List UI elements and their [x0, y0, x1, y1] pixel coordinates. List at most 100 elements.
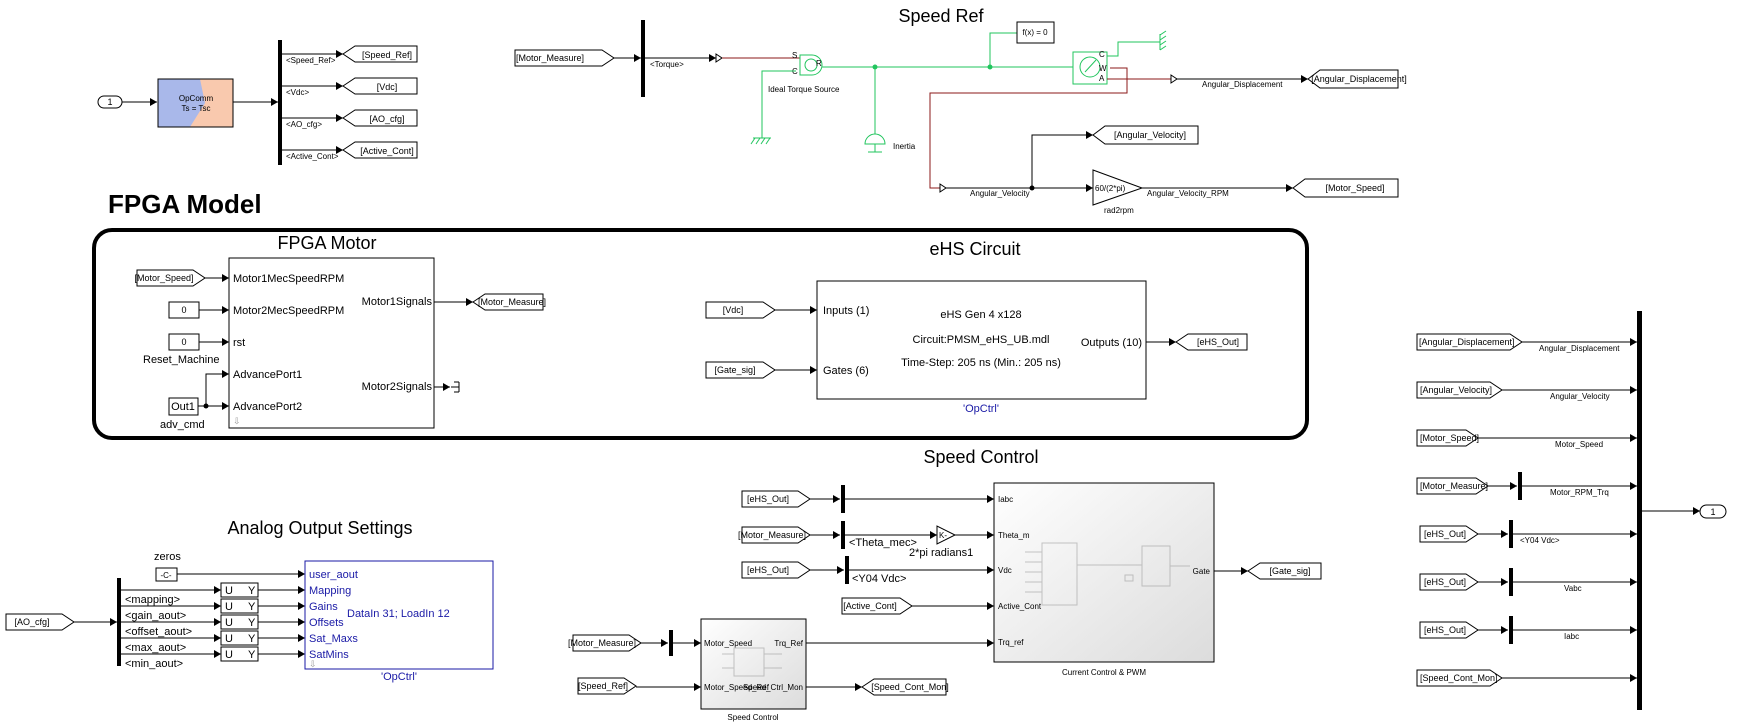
from-speed-ref[interactable]	[577, 677, 637, 695]
gain-k-label: K-	[939, 531, 947, 540]
from-ehs-out-mux3[interactable]	[1419, 621, 1479, 639]
from-speed-cont-mon[interactable]	[1416, 669, 1503, 687]
goto-angular-displacement[interactable]	[1307, 69, 1399, 89]
goto-gate-sig[interactable]	[1247, 562, 1322, 580]
analog-output-title: Analog Output Settings	[227, 518, 412, 538]
from-motor-speed-mux[interactable]	[1416, 429, 1479, 447]
ideal-torque-source[interactable]: S C R Ideal Torque Source	[768, 51, 840, 94]
outport-1[interactable]	[1699, 504, 1727, 519]
goto-speed-cont-mon-label: [Speed_Cont_Mon]	[871, 682, 949, 692]
from-ehs-out-mux2[interactable]	[1419, 573, 1479, 591]
speed-ref-section: Speed Ref [Motor_Measure] <Torque> S C R…	[514, 6, 1407, 215]
mux-bus-sel-1[interactable]	[1518, 472, 1522, 500]
mux-bus-sel-4[interactable]	[1509, 616, 1513, 644]
const-0-b-label: 0	[181, 337, 186, 347]
bus-selector-torque[interactable]	[641, 20, 645, 97]
ehs-opctrl-label: 'OpCtrl'	[963, 403, 999, 415]
u-5: U	[225, 649, 233, 661]
port-rst: rst	[233, 337, 245, 349]
motion-sensor[interactable]: C W A	[1072, 50, 1108, 85]
speed-control-title: Speed Control	[923, 447, 1038, 467]
y-2: Y	[248, 601, 256, 613]
its-r: R	[816, 59, 822, 68]
gain-rad2rpm[interactable]	[1092, 169, 1144, 206]
from-vdc-ehs-label: [Vdc]	[723, 305, 744, 315]
fx-block[interactable]	[1016, 21, 1055, 44]
goto-speed-cont-mon[interactable]	[861, 678, 947, 696]
theta-mec-label: <Theta_mec>	[849, 537, 917, 549]
opcomm-line1: OpComm	[179, 94, 214, 103]
inertia-block[interactable]: Inertia	[864, 133, 916, 153]
ground-right	[1159, 30, 1167, 51]
goto-active-cont[interactable]	[342, 141, 418, 159]
uy-blocks: U Y U Y U Y U Y U Y	[220, 582, 305, 662]
goto-speed-ref[interactable]	[342, 45, 418, 63]
mux-label-angular-displacement: Angular_Displacement	[1539, 344, 1620, 353]
terminator-icon	[451, 381, 460, 393]
out1-label: Out1	[171, 401, 195, 413]
bus-vdc: <Vdc>	[286, 88, 309, 97]
speed-control-block[interactable]	[700, 618, 807, 710]
from-angular-velocity[interactable]	[1416, 381, 1503, 399]
from-angular-displacement-label: [Angular_Displacement]	[1419, 337, 1515, 347]
from-vdc-ehs[interactable]	[705, 301, 776, 319]
goto-speed-ref-label: [Speed_Ref]	[362, 50, 412, 60]
mux-bus-sel-3[interactable]	[1509, 568, 1513, 596]
from-active-cont[interactable]	[841, 597, 913, 615]
ccp-port-gate: Gate	[1193, 567, 1211, 576]
from-motor-speed[interactable]	[136, 269, 206, 287]
port-advanceport1: AdvancePort1	[233, 369, 302, 381]
bus-sel-1[interactable]	[841, 485, 845, 513]
bus-offset-aout: <offset_aout>	[125, 626, 192, 638]
from-motor-measure-sc2[interactable]	[572, 634, 642, 652]
rad2rpm-label: rad2rpm	[1104, 206, 1134, 215]
from-gate-sig-ehs[interactable]	[705, 361, 776, 379]
ao-bus-lines: <mapping> <gain_aout> <offset_aout> <max…	[121, 586, 221, 670]
analog-out-block[interactable]	[304, 560, 494, 670]
sc-port-speed-ctrl-mon: Speed_Ctrl_Mon	[743, 683, 803, 692]
ground-left	[750, 137, 771, 145]
mux-label-vabc: Vabc	[1564, 584, 1582, 593]
from-angular-displacement[interactable]	[1416, 333, 1523, 351]
goto-vdc[interactable]	[342, 77, 418, 95]
fpga-motor-block[interactable]	[228, 257, 435, 429]
from-ehs-out-sc1[interactable]	[741, 490, 811, 508]
inertia-label: Inertia	[893, 142, 916, 151]
bus-selector-ao[interactable]	[117, 578, 121, 666]
from-motor-measure-mux[interactable]	[1416, 477, 1489, 495]
from-motor-measure-top[interactable]	[514, 49, 615, 67]
ao-datain-label: DataIn 31; LoadIn 12	[347, 608, 450, 620]
ehs-block[interactable]	[816, 280, 1147, 400]
fpga-motor-section: FPGA Motor [Motor_Speed] 0 0 Reset_Machi…	[134, 233, 546, 431]
bus-selector-top[interactable]	[278, 40, 282, 165]
goto-motor-speed[interactable]	[1292, 178, 1399, 198]
opcomm-block[interactable]: OpComm Ts = Tsc	[157, 78, 234, 128]
goto-motor-measure[interactable]	[472, 293, 544, 311]
bus-sel-4[interactable]	[669, 630, 673, 656]
mux-block[interactable]	[1637, 311, 1642, 710]
from-ehs-out-mux1-label: [eHS_Out]	[1424, 529, 1466, 539]
its-s: S	[792, 51, 797, 60]
from-ehs-out-mux1[interactable]	[1419, 525, 1479, 543]
port-advanceport2: AdvancePort2	[233, 401, 302, 413]
sensor-a: A	[1099, 74, 1105, 83]
goto-angular-velocity[interactable]	[1092, 125, 1199, 145]
u-1: U	[225, 585, 233, 597]
from-motor-speed-label: [Motor_Speed]	[134, 273, 193, 283]
gain-2pi[interactable]	[936, 525, 957, 545]
opcomm-line2: Ts = Tsc	[182, 104, 211, 113]
from-motor-measure-sc[interactable]	[741, 526, 811, 544]
ehs-line3: Time-Step: 205 ns (Min.: 205 ns)	[901, 357, 1061, 369]
goto-ao-cfg[interactable]	[342, 109, 418, 127]
bus-sel-2[interactable]	[841, 521, 845, 549]
ehs-line1: eHS Gen 4 x128	[940, 309, 1021, 321]
mux-bus-sel-2[interactable]	[1509, 520, 1513, 548]
goto-motor-speed-label: [Motor_Speed]	[1325, 183, 1384, 193]
from-ao-cfg[interactable]	[5, 613, 75, 631]
from-ehs-out-sc2[interactable]	[741, 561, 811, 579]
goto-ehs-out[interactable]	[1175, 333, 1248, 351]
bus-sel-3[interactable]	[845, 556, 849, 584]
sc-port-motor-speed-ref: Motor_Speed_Ref	[704, 683, 770, 692]
gain-label: 60/(2*pi)	[1095, 184, 1126, 193]
port-motor2signals: Motor2Signals	[362, 381, 433, 393]
